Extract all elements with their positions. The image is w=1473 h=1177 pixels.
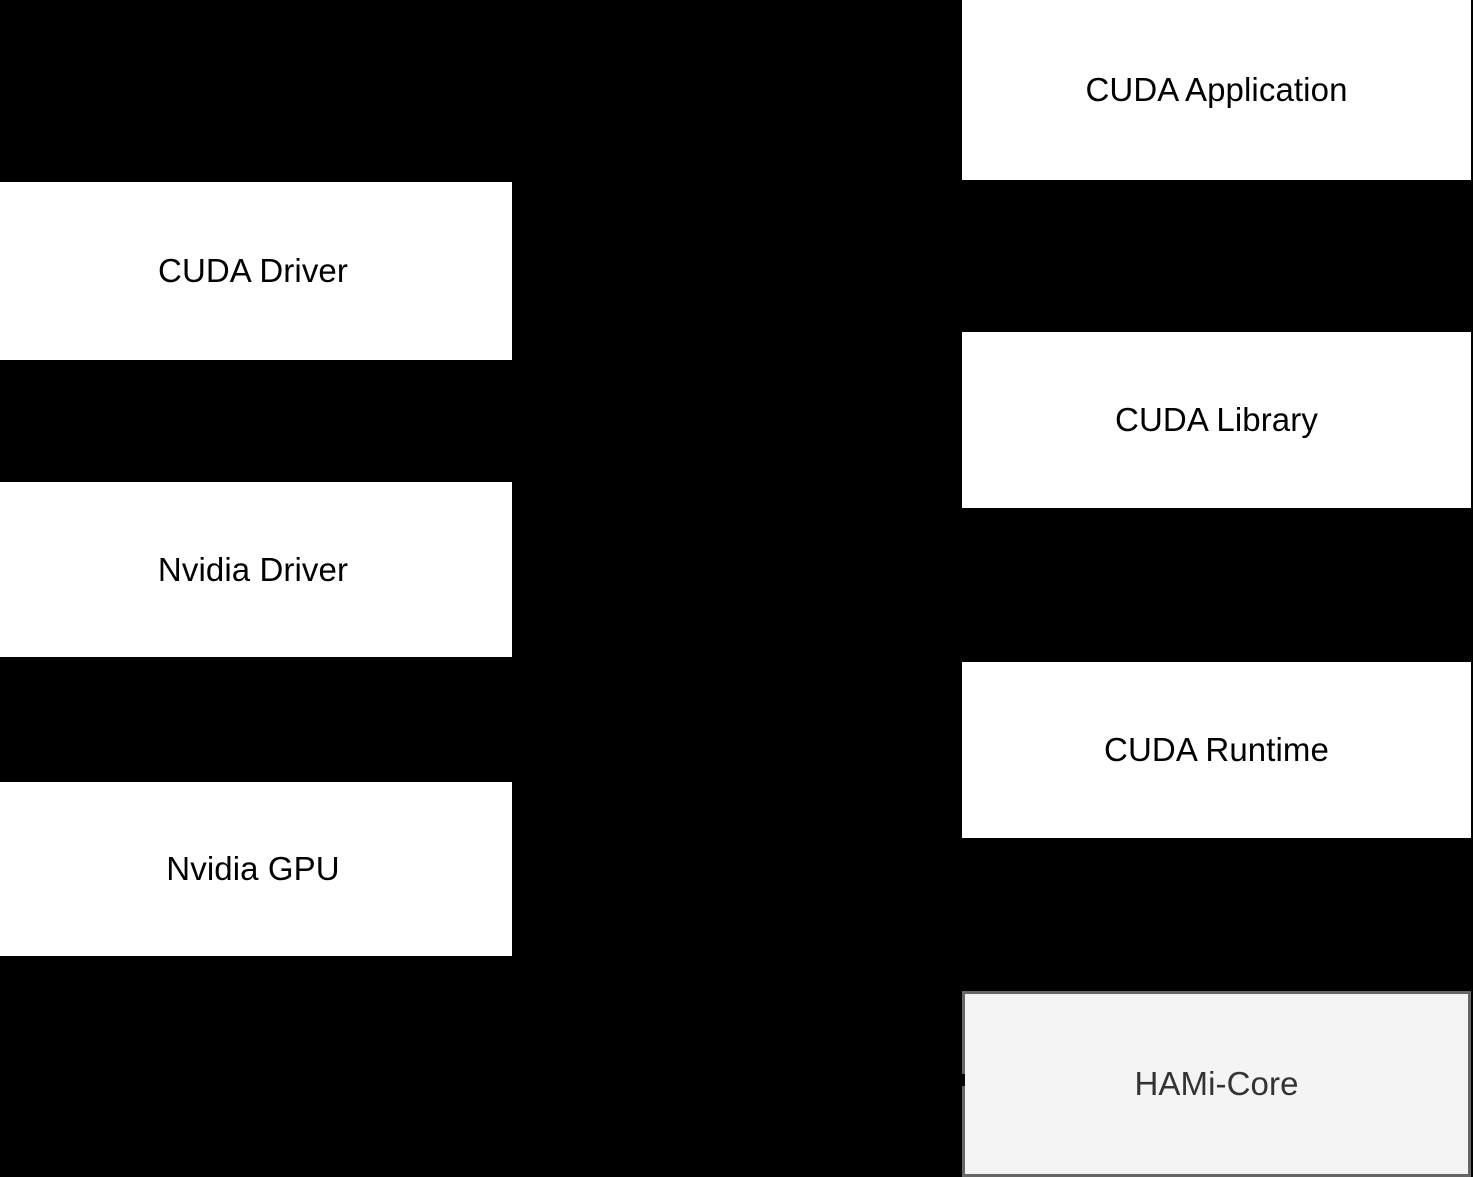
node-nvidia-driver-label: Nvidia Driver <box>157 550 349 588</box>
node-cuda-driver-label: CUDA Driver <box>158 252 348 290</box>
node-cuda-runtime-label: CUDA Runtime <box>1104 731 1329 769</box>
connector-stub-hami-core-left <box>957 1074 965 1086</box>
node-nvidia-gpu[interactable]: Nvidia GPU <box>0 782 512 956</box>
node-cuda-driver[interactable]: CUDA Driver <box>0 182 512 360</box>
node-nvidia-driver[interactable]: Nvidia Driver <box>0 482 512 657</box>
node-cuda-application[interactable]: CUDA Application <box>962 0 1471 180</box>
node-nvidia-gpu-label: Nvidia GPU <box>166 850 340 888</box>
node-cuda-library-label: CUDA Library <box>1115 401 1318 439</box>
node-cuda-runtime[interactable]: CUDA Runtime <box>962 662 1471 838</box>
node-cuda-application-label: CUDA Application <box>1085 70 1348 108</box>
node-hami-core[interactable]: HAMi-Core <box>962 991 1471 1177</box>
node-cuda-library[interactable]: CUDA Library <box>962 332 1471 508</box>
node-hami-core-label: HAMi-Core <box>1134 1065 1299 1103</box>
